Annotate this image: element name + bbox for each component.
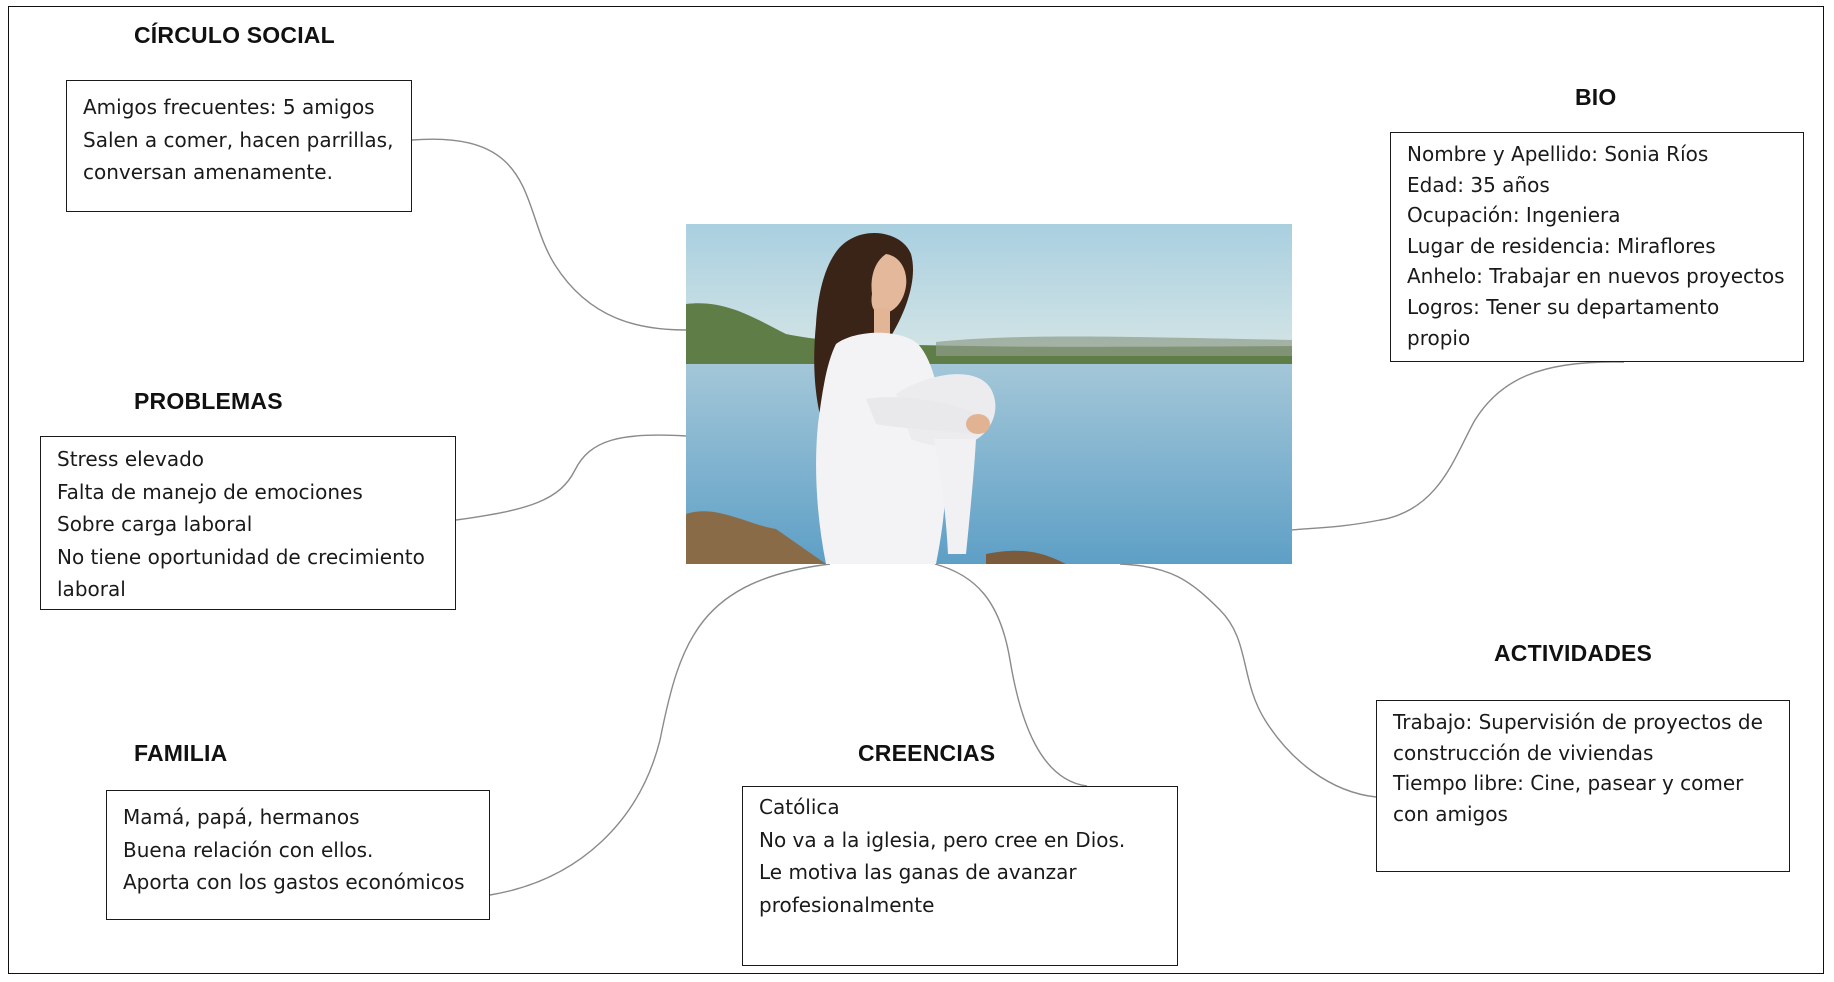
bio-line: Edad: 35 años xyxy=(1407,172,1550,197)
circulo-social-line: Amigos frecuentes: 5 amigos xyxy=(83,95,375,119)
persona-photo xyxy=(686,224,1292,564)
circulo-social-box: Amigos frecuentes: 5 amigos Salen a come… xyxy=(66,80,412,212)
bio-line: Lugar de residencia: Miraflores xyxy=(1407,233,1716,258)
circulo-social-line: Salen a comer, hacen parrillas, xyxy=(83,127,394,152)
problemas-title: PROBLEMAS xyxy=(134,388,283,414)
problemas-line: Falta de manejo de emociones xyxy=(57,479,363,504)
circulo-social-title: CÍRCULO SOCIAL xyxy=(134,22,335,48)
creencias-title: CREENCIAS xyxy=(858,740,996,766)
creencias-line: profesionalmente xyxy=(759,892,935,917)
problemas-line: Sobre carga laboral xyxy=(57,512,253,536)
bio-line: Nombre y Apellido: Sonia Ríos xyxy=(1407,142,1709,166)
actividades-line: con amigos xyxy=(1393,801,1508,826)
actividades-line: construcción de viviendas xyxy=(1393,740,1654,765)
creencias-line: Católica xyxy=(759,795,840,819)
problemas-box: Stress elevado Falta de manejo de emocio… xyxy=(40,436,456,610)
creencias-line: Le motiva las ganas de avanzar xyxy=(759,860,1077,884)
circulo-social-line: conversan amenamente. xyxy=(83,160,333,184)
bio-line: Anhelo: Trabajar en nuevos proyectos xyxy=(1407,264,1785,289)
actividades-line: Trabajo: Supervisión de proyectos de xyxy=(1393,710,1763,734)
bio-line: Logros: Tener su departamento xyxy=(1407,294,1720,319)
problemas-line: Stress elevado xyxy=(57,447,205,471)
bio-box: Nombre y Apellido: Sonia Ríos Edad: 35 a… xyxy=(1390,132,1804,362)
actividades-title: ACTIVIDADES xyxy=(1494,640,1653,666)
familia-box: Mamá, papá, hermanos Buena relación con … xyxy=(106,790,490,920)
actividades-line: Tiempo libre: Cine, pasear y comer xyxy=(1393,771,1744,795)
problemas-line: No tiene oportunidad de crecimiento xyxy=(57,544,425,569)
familia-line: Buena relación con ellos. xyxy=(123,837,374,862)
creencias-box: Católica No va a la iglesia, pero cree e… xyxy=(742,786,1178,966)
bio-line: propio xyxy=(1407,325,1471,350)
bio-title: BIO xyxy=(1575,84,1617,110)
bio-line: Ocupación: Ingeniera xyxy=(1407,203,1621,228)
persona-icon xyxy=(686,224,1292,564)
creencias-line: No va a la iglesia, pero cree en Dios. xyxy=(759,827,1126,852)
problemas-line: laboral xyxy=(57,577,126,601)
familia-title: FAMILIA xyxy=(134,740,228,766)
actividades-box: Trabajo: Supervisión de proyectos de con… xyxy=(1376,700,1790,872)
familia-line: Mamá, papá, hermanos xyxy=(123,805,360,829)
familia-line: Aporta con los gastos económicos xyxy=(123,870,465,894)
